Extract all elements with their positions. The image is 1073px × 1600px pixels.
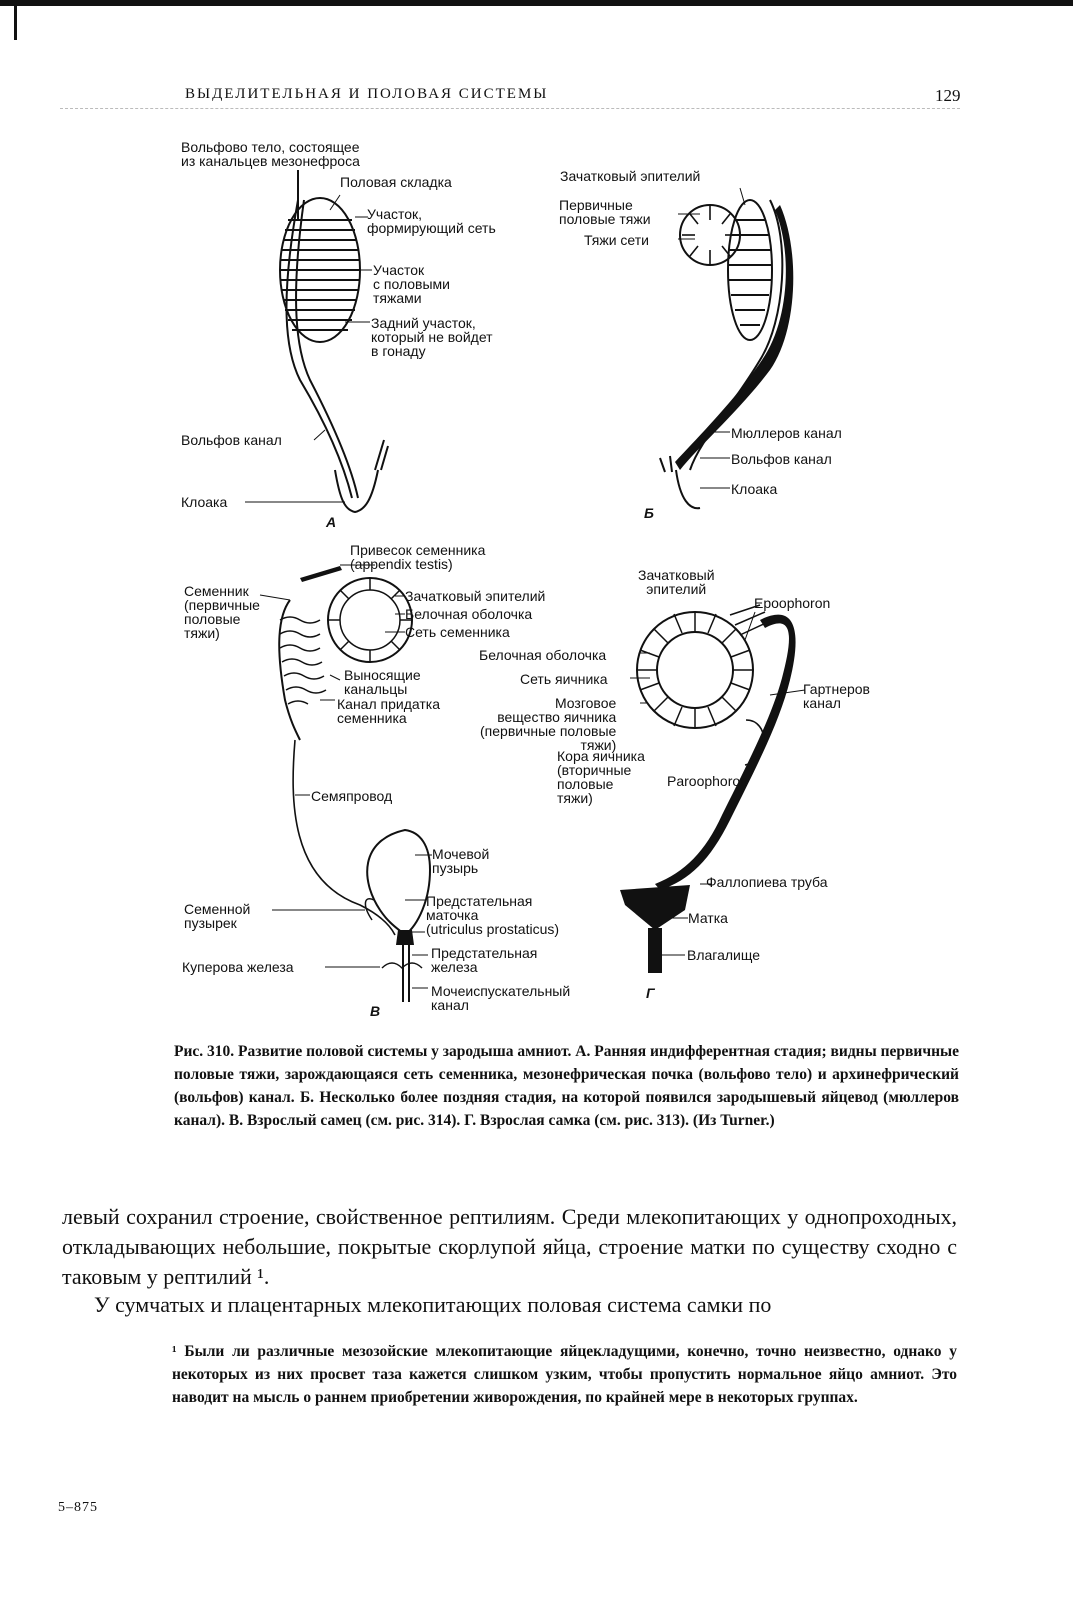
panel-g-letter: Г	[646, 985, 655, 1001]
label-b-mullerian-duct: Мюллеров канал	[731, 425, 842, 441]
label-v-rete-testis: Сеть семенника	[405, 624, 510, 640]
label-g-uterus: Матка	[688, 910, 728, 926]
panel-b-drawing	[659, 187, 794, 510]
label-v-appendix-testis: Привесок семенника (appendix testis)	[350, 542, 486, 572]
panel-v-drawing	[259, 564, 432, 1002]
label-g-paroophoron: Paroophoron	[667, 773, 748, 789]
header-rule	[60, 108, 960, 109]
figure-drawings	[245, 170, 806, 1002]
label-v-germinal-epithelium: Зачатковый эпителий	[405, 588, 546, 604]
label-b-wolffian-duct: Вольфов канал	[731, 451, 832, 467]
label-b-rete-cords: Тяжи сети	[584, 232, 649, 248]
running-title: ВЫДЕЛИТЕЛЬНАЯ И ПОЛОВАЯ СИСТЕМЫ	[185, 86, 549, 102]
panel-g-drawing	[620, 604, 806, 973]
label-a-wolffian-body: Вольфово тело, состоящее из канальцев ме…	[181, 139, 360, 169]
label-a-cloaca: Клоака	[181, 494, 228, 510]
panel-a-letter: А	[326, 514, 337, 530]
label-g-germinal-epithelium: Зачатковый эпителий	[638, 567, 715, 597]
label-v-utriculus: Предстательная маточка (utriculus prosta…	[426, 893, 560, 937]
figure-caption: Рис. 310. Развитие половой системы у зар…	[174, 1043, 959, 1129]
label-v-seminal-vesicle: Семенной пузырек	[184, 901, 251, 931]
panel-b-letter: Б	[644, 505, 654, 521]
label-b-primary-cords: Первичные половые тяжи	[559, 197, 651, 227]
label-g-gartner: Гартнеров канал	[803, 681, 870, 711]
footnote: ¹ Были ли различные мезозойские млекопит…	[172, 1343, 957, 1406]
label-b-cloaca: Клоака	[731, 481, 778, 497]
label-g-tunica: Белочная оболочка	[479, 647, 607, 663]
printer-signature: 5–875	[58, 1500, 98, 1515]
label-a-genital-fold: Половая складка	[340, 174, 452, 190]
label-b-germinal-epithelium: Зачатковый эпителий	[560, 168, 701, 184]
panel-v-letter: В	[370, 1003, 381, 1019]
label-v-vas-deferens: Семяпровод	[311, 788, 393, 804]
label-v-prostate: Предстательная железа	[431, 945, 538, 975]
panel-a-drawing	[245, 170, 389, 514]
body-paragraph-2: У сумчатых и плацентарных млекопитающих …	[94, 1292, 772, 1317]
label-a-rete-part: Участок, формирующий сеть	[367, 206, 496, 236]
label-v-testis: Семенник (первичные половые тяжи)	[184, 583, 260, 641]
label-v-epididymis: Канал придатка семенника	[337, 696, 440, 726]
scan-left-mark	[14, 0, 17, 40]
label-a-posterior-part: Задний участок, который не войдет в гона…	[371, 315, 493, 359]
body-paragraph-1: левый сохранил строение, свойственное ре…	[62, 1204, 957, 1289]
label-g-epoophoron: Epoophoron	[754, 595, 831, 611]
label-v-bladder: Мочевой пузырь	[432, 846, 490, 876]
label-g-rete-ovarii: Сеть яичника	[520, 671, 608, 687]
label-v-cowper: Куперова железа	[182, 959, 294, 975]
label-g-fallopian: Фаллопиева труба	[706, 874, 828, 890]
label-g-vagina: Влагалище	[687, 947, 761, 963]
label-a-wolffian-duct: Вольфов канал	[181, 432, 282, 448]
label-v-efferent: Выносящие канальцы	[344, 667, 421, 697]
label-v-urethra: Мочеиспускательный канал	[431, 983, 571, 1013]
label-g-cortex: Кора яичника (вторичные половые тяжи)	[557, 748, 645, 806]
label-a-cords-part: Участок с половыми тяжами	[373, 262, 451, 306]
label-g-medulla: Мозговое вещество яичника (первичные пол…	[480, 695, 617, 753]
page-number: 129	[935, 86, 961, 105]
label-v-tunica: Белочная оболочка	[405, 606, 533, 622]
scan-top-border	[0, 0, 1073, 6]
